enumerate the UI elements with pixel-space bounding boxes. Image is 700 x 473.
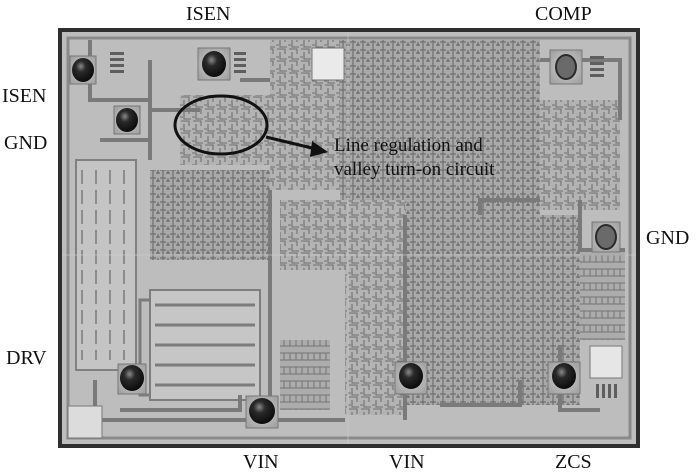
- annotation-arrow: [265, 135, 317, 151]
- logic-block-upper-right: [540, 100, 620, 210]
- logic-block-center: [280, 200, 405, 270]
- pin-label-zcs: ZCS: [555, 451, 592, 473]
- arrowhead-icon: [310, 141, 328, 157]
- seal-ring: [66, 36, 632, 440]
- pin-label-gnd-left: GND: [4, 132, 48, 154]
- pin-label-drv: DRV: [6, 347, 47, 369]
- bond-balls: [72, 51, 617, 424]
- pin-label-gnd-right: GND: [646, 227, 690, 249]
- highlight-ellipse: [173, 94, 269, 156]
- power-device-column: [75, 159, 137, 371]
- pin-label-isen-top: ISEN: [186, 3, 231, 25]
- annotation-line-1: Line regulation and: [334, 135, 483, 156]
- capacitor-bank: [280, 340, 330, 410]
- pin-label-vin-2: VIN: [389, 451, 425, 473]
- pad-fingers: [110, 52, 617, 398]
- logic-block-mid-left: [150, 170, 270, 260]
- logic-block-top: [340, 40, 540, 215]
- pin-label-vin-1: VIN: [243, 451, 279, 473]
- logic-block-far-right: [580, 250, 625, 340]
- annotation-line-2: valley turn-on circuit: [334, 159, 495, 180]
- pin-label-isen-left: ISEN: [2, 85, 47, 107]
- pin-label-comp: COMP: [535, 3, 592, 25]
